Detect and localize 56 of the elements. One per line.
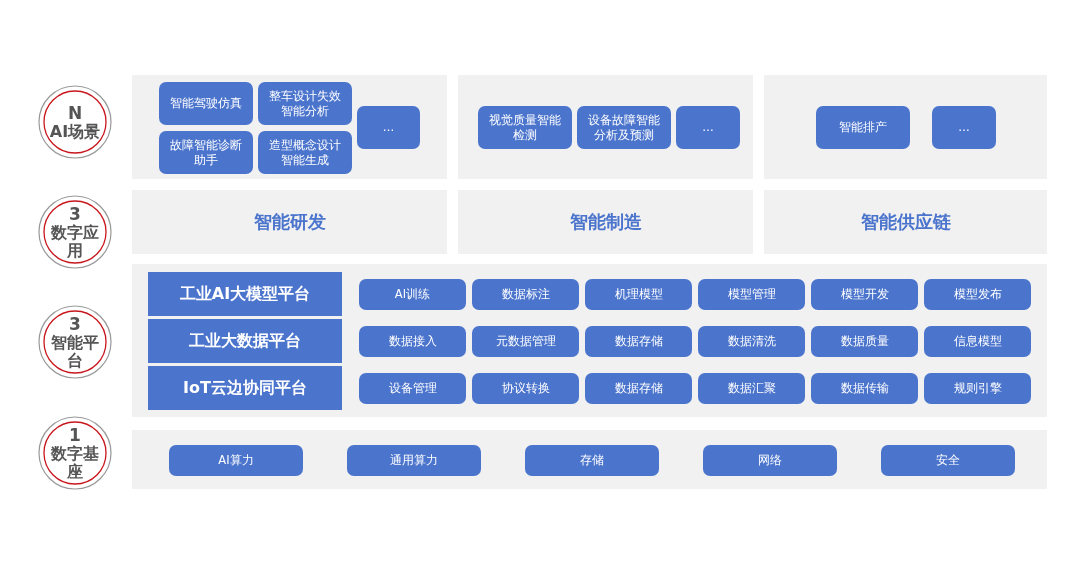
feature-box: 智能排产: [816, 106, 910, 149]
layer-number: 3: [69, 204, 81, 224]
feature-box: 规则引擎: [924, 373, 1031, 404]
panel-background: [132, 264, 1047, 417]
feature-box: 视觉质量智能检测: [478, 106, 572, 149]
feature-box: 机理模型: [585, 279, 692, 310]
feature-box: …: [676, 106, 740, 149]
feature-box: 通用算力: [347, 445, 481, 476]
feature-box: 数据标注: [472, 279, 579, 310]
feature-box: 设备管理: [359, 373, 466, 404]
feature-box: 模型发布: [924, 279, 1031, 310]
feature-box: 存储: [525, 445, 659, 476]
feature-box: 数据质量: [811, 326, 918, 357]
feature-box: 智能驾驶仿真: [159, 82, 253, 125]
feature-box: …: [357, 106, 420, 149]
layer-badge: [38, 416, 112, 490]
layer-label: AI场景: [48, 122, 102, 141]
feature-box: 故障智能诊断助手: [159, 131, 253, 174]
category-band: 智能制造: [458, 190, 753, 254]
feature-box: …: [932, 106, 996, 149]
feature-box: 数据存储: [585, 326, 692, 357]
platform-box: 工业AI大模型平台: [148, 272, 342, 316]
feature-box: 模型开发: [811, 279, 918, 310]
panel-background: [764, 75, 1047, 179]
layer-number: 1: [69, 425, 81, 445]
panel-background: [132, 75, 447, 179]
feature-box: 安全: [881, 445, 1015, 476]
layer-label: 数字基座: [50, 444, 100, 481]
category-band: 智能研发: [132, 190, 447, 254]
feature-box: 元数据管理: [472, 326, 579, 357]
platform-box: IoT云边协同平台: [148, 366, 342, 410]
feature-box: 数据存储: [585, 373, 692, 404]
platform-box: 工业大数据平台: [148, 319, 342, 363]
feature-box: AI训练: [359, 279, 466, 310]
feature-box: 模型管理: [698, 279, 805, 310]
layer-badge: [38, 195, 112, 269]
panel-background: [458, 75, 753, 179]
feature-box: 信息模型: [924, 326, 1031, 357]
layer-number: 3: [69, 314, 81, 334]
panel-background: [132, 430, 1047, 489]
feature-box: 网络: [703, 445, 837, 476]
feature-box: 整车设计失效智能分析: [258, 82, 352, 125]
layer-badge: [38, 305, 112, 379]
feature-box: 数据接入: [359, 326, 466, 357]
feature-box: 数据清洗: [698, 326, 805, 357]
layer-label: 数字应用: [50, 223, 100, 260]
layer-number: N: [67, 103, 83, 123]
layer-badge: [38, 85, 112, 159]
feature-box: 数据传输: [811, 373, 918, 404]
feature-box: 造型概念设计智能生成: [258, 131, 352, 174]
category-band: 智能供应链: [764, 190, 1047, 254]
feature-box: 数据汇聚: [698, 373, 805, 404]
feature-box: AI算力: [169, 445, 303, 476]
feature-box: 协议转换: [472, 373, 579, 404]
layer-label: 智能平台: [50, 333, 100, 370]
feature-box: 设备故障智能分析及预测: [577, 106, 671, 149]
